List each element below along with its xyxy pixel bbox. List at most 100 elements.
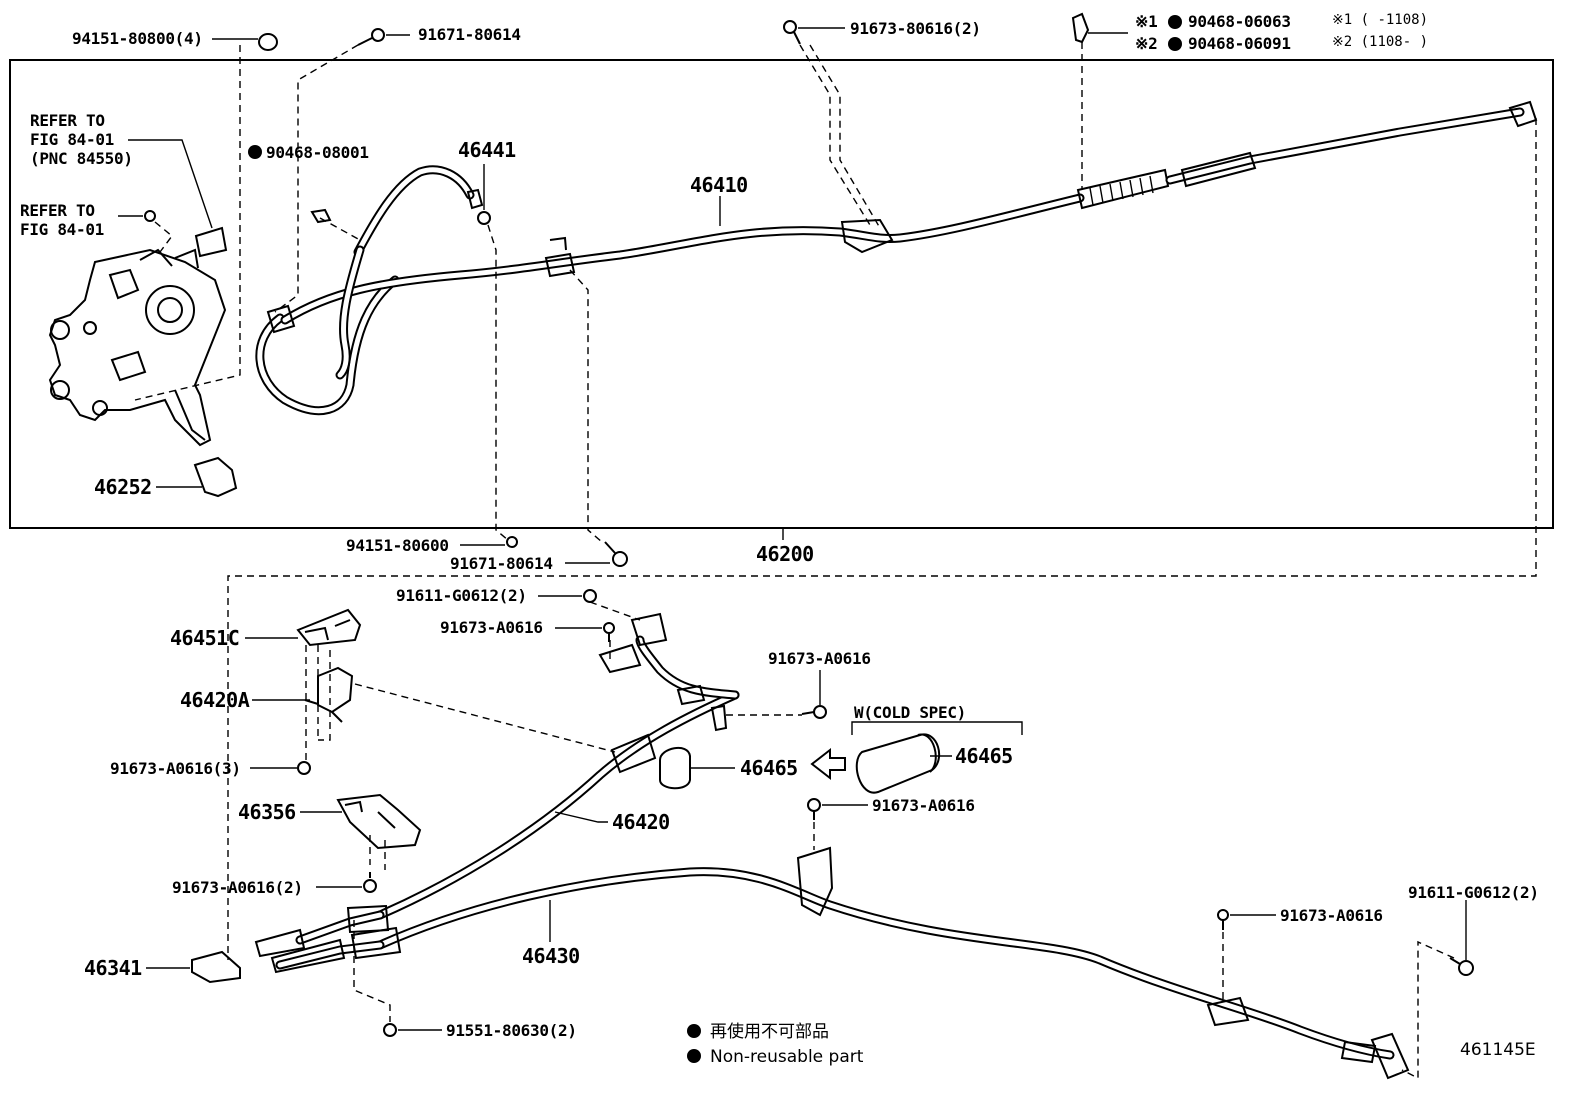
bolt-91673-A0616-3-icon [297, 761, 311, 775]
bolt-91673-A0616-mid-icon [807, 798, 821, 820]
assembly-line [1401, 940, 1455, 1080]
assembly-line [569, 269, 603, 543]
nut-94151-80800-icon [258, 33, 278, 51]
legend-marker-icon [687, 1049, 701, 1063]
legend-japanese: 再使用不可部品 [710, 1021, 829, 1042]
intermediate-cable-46420 [254, 612, 740, 958]
label-91671-80614-top: 91671-80614 [418, 25, 521, 44]
front-cable-46410 [255, 100, 1538, 416]
assembly-line [319, 217, 361, 241]
pedal-pad-46252 [193, 456, 238, 498]
parking-brake-pedal-assembly [48, 226, 228, 447]
assembly-line [354, 683, 616, 753]
direction-arrow-icon [810, 747, 846, 781]
refer-note-1-line-3: (PNC 84550) [30, 149, 133, 168]
label-91611-G0612-top: 91611-G0612(2) [396, 586, 527, 605]
cable-bracket-mid [796, 846, 834, 917]
bolt-91611-G0612-top-icon [583, 589, 597, 603]
label-91673-A0616-rear: 91673-A0616 [1280, 906, 1383, 925]
label-46451C: 46451C [170, 626, 239, 650]
label-94151-80800: 94151-80800(4) [72, 29, 203, 48]
label-91673-A0616-mid: 91673-A0616 [872, 796, 975, 815]
non-reusable-marker-icon [1168, 15, 1182, 29]
non-reusable-marker-icon [248, 145, 262, 159]
clip-90468-06063-icon [1071, 12, 1090, 44]
assembly-line [369, 835, 386, 870]
clip-90468-08001-icon [310, 208, 332, 224]
legend-marker-icon [687, 1024, 701, 1038]
variant-1-mark: ※1 [1135, 12, 1157, 31]
assembly-line [274, 44, 359, 313]
label-91611-G0612-rear: 91611-G0612(2) [1408, 883, 1539, 902]
rear-cable-46430 [270, 867, 1410, 1080]
label-46356: 46356 [238, 800, 296, 824]
label-46252: 46252 [94, 475, 152, 499]
cable-bracket-rear [1206, 996, 1250, 1027]
bolt-91671-80614-top-icon [357, 28, 385, 46]
label-46420A: 46420A [180, 688, 250, 712]
cable-clamp-46420A-detail [304, 699, 343, 723]
assembly-line [154, 221, 173, 253]
label-94151-80600: 94151-80600 [346, 536, 449, 555]
cable-clamp-46420A [317, 666, 354, 714]
bracket-46451C-detail [304, 619, 351, 641]
label-46341: 46341 [84, 956, 142, 980]
variant-2-part: 90468-06091 [1188, 34, 1291, 53]
bolt-91673-A0616-rear-icon [1217, 909, 1229, 930]
bolt-91673-A0616-2-icon [363, 872, 377, 893]
label-46441: 46441 [458, 138, 516, 162]
bolt-91671-80614-bottom-icon [604, 541, 628, 567]
variant-2-range: ※2 (1108- ) [1332, 34, 1428, 50]
label-46200: 46200 [756, 542, 814, 566]
variant-2-mark: ※2 [1135, 34, 1157, 53]
label-91673-A0616-top: 91673-A0616 [440, 618, 543, 637]
refer-note-2-line-2: FIG 84-01 [20, 220, 104, 239]
grommet-46441-icon [477, 211, 491, 225]
nut-94151-80600-icon [506, 536, 518, 548]
refer-note-1-line-2: FIG 84-01 [30, 130, 114, 149]
bolt-91673-A0616-top-icon [603, 622, 615, 642]
refer-note-2-line-1: REFER TO [20, 201, 95, 220]
assembly-line [305, 645, 331, 760]
refer-note-1-line-1: REFER TO [30, 111, 105, 130]
label-91551-80630: 91551-80630(2) [446, 1021, 577, 1040]
bracket-46451C [296, 608, 362, 647]
assembly-frame [9, 59, 1554, 529]
bolt-91673-80616-icon [783, 20, 801, 45]
label-46420: 46420 [612, 810, 670, 834]
label-91671-80614-bottom: 91671-80614 [450, 554, 553, 573]
grommet-46465 [659, 746, 691, 790]
variant-1-part: 90468-06063 [1188, 12, 1291, 31]
assembly-line [799, 44, 871, 226]
boot-46465-cold-spec-rim [917, 733, 937, 773]
label-46430: 46430 [522, 944, 580, 968]
figure-code: 461145E [1460, 1040, 1536, 1060]
label-46465-boot: 46465 [955, 744, 1013, 768]
assembly-line [809, 44, 881, 229]
bracket-46356-detail [344, 800, 396, 829]
bracket-46341 [191, 950, 241, 984]
bolt-91551-80630-icon [383, 1023, 397, 1037]
label-91673-80616: 91673-80616(2) [850, 19, 981, 38]
label-90468-08001: 90468-08001 [266, 143, 369, 162]
variant-1-range: ※1 ( -1108) [1332, 12, 1428, 28]
assembly-line [487, 224, 509, 541]
non-reusable-marker-icon [1168, 37, 1182, 51]
assembly-line [134, 45, 241, 401]
label-46465-grommet: 46465 [740, 756, 798, 780]
label-46410: 46410 [690, 173, 748, 197]
legend-english: Non-reusable part [710, 1047, 864, 1067]
label-91673-A0616-2: 91673-A0616(2) [172, 878, 303, 897]
assembly-line [353, 920, 391, 1022]
boot-46465-cold-spec [855, 733, 941, 794]
leader-line [128, 139, 213, 229]
bolt-91673-A0616-side-icon [801, 705, 827, 719]
assembly-line [589, 601, 641, 621]
label-91673-A0616-side: 91673-A0616 [768, 649, 871, 668]
bracket-46356 [336, 793, 422, 850]
bolt-91611-G0612-rear-icon [1449, 957, 1474, 976]
bolt-refer-icon [144, 210, 156, 222]
leader-line [554, 811, 608, 823]
label-91673-A0616-3: 91673-A0616(3) [110, 759, 241, 778]
